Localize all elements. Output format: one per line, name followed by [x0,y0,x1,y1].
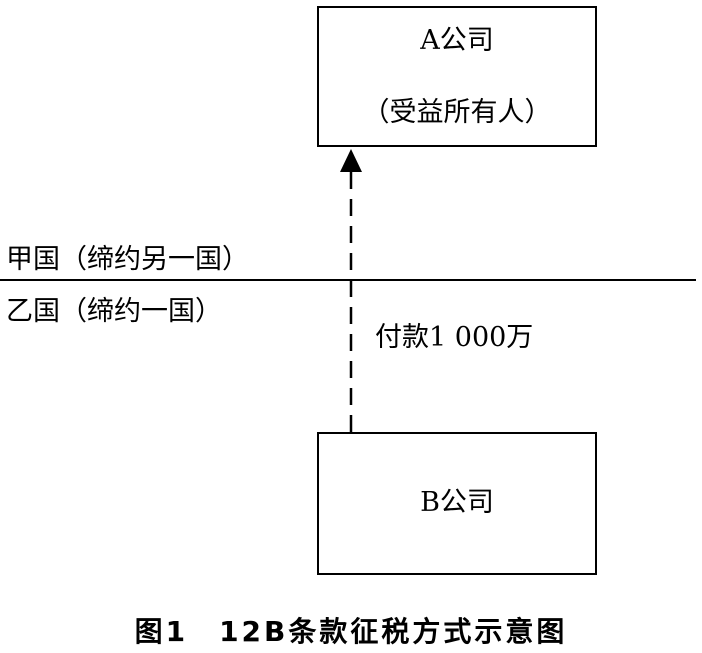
country-upper-label: 甲国（缔约另一国） [6,244,249,275]
company-a-name: A公司 [420,25,494,56]
payment-label: 付款1 000万 [375,322,534,353]
company-b-box: B公司 [317,432,597,575]
company-a-box: A公司 （受益所有人） [317,6,597,147]
country-lower-label: 乙国（缔约一国） [6,296,222,327]
company-a-role: （受益所有人） [362,97,552,128]
figure-caption: 图1 12B条款征税方式示意图 [134,615,568,648]
company-b-name: B公司 [420,487,494,518]
payment-flow-arrowhead [340,149,362,172]
